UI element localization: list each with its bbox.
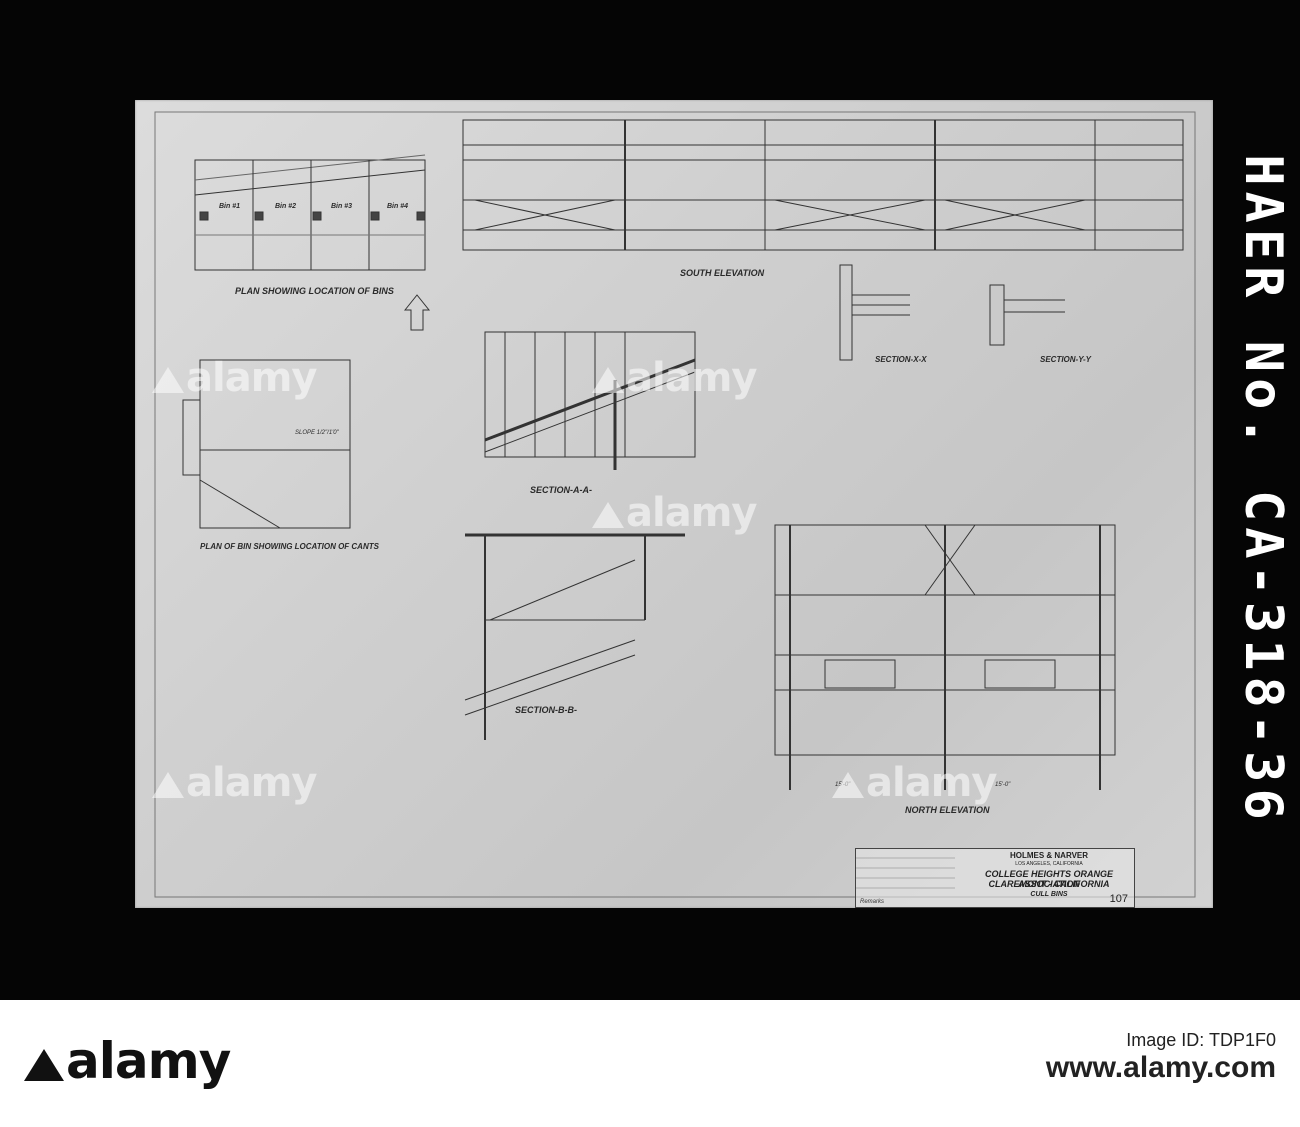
firm-address: LOS ANGELES, CALIFORNIA	[1015, 861, 1083, 867]
alamy-mark-icon	[152, 367, 184, 393]
section-yy-view	[989, 284, 1065, 346]
watermark-3: alamy	[150, 760, 317, 806]
dim-15-right: 15'-0"	[995, 782, 1011, 788]
section-yy-label: SECTION-Y-Y	[1040, 355, 1091, 364]
plan-bin-cants-label: PLAN OF BIN SHOWING LOCATION OF CANTS	[200, 542, 379, 551]
alamy-logo-icon	[24, 1048, 64, 1081]
watermark-4: alamy	[590, 490, 757, 536]
plan-bins-label: PLAN SHOWING LOCATION OF BINS	[235, 286, 394, 296]
plan-bins-view	[194, 154, 426, 271]
sheet-number: 107	[1109, 893, 1128, 905]
footer-logo[interactable]: alamy	[22, 1032, 231, 1090]
alamy-mark-icon	[152, 772, 184, 798]
slope-note: SLOPE 1/2"/1'0"	[295, 430, 339, 436]
north-elevation-label: NORTH ELEVATION	[905, 805, 990, 815]
photo-frame: PLAN SHOWING LOCATION OF BINS Bin #1 Bin…	[135, 100, 1298, 908]
drawing-sheet: PLAN SHOWING LOCATION OF BINS Bin #1 Bin…	[135, 100, 1213, 908]
alamy-mark-icon	[832, 772, 864, 798]
alamy-mark-icon	[592, 502, 624, 528]
watermark-2: alamy	[590, 355, 757, 401]
north-arrow-icon	[403, 294, 431, 331]
bin-2-label: Bin #2	[275, 203, 297, 210]
section-bb-view	[464, 533, 685, 740]
bin-3-label: Bin #3	[331, 203, 353, 210]
bin-1-label: Bin #1	[219, 203, 241, 210]
drawing-subject: CULL BINS	[1030, 891, 1068, 898]
section-xx-label: SECTION-X-X	[875, 355, 927, 364]
section-aa-label: SECTION-A-A-	[530, 485, 592, 495]
title-block: HOLMES & NARVER LOS ANGELES, CALIFORNIA …	[855, 848, 1135, 908]
drawing-linework	[154, 111, 1196, 898]
remarks-label: Remarks	[860, 899, 885, 905]
south-elevation-view	[462, 119, 1184, 251]
archive-id-strip: HAER No. CA-318-36	[1228, 154, 1298, 826]
stock-footer: alamy Image ID: TDP1F0 www.alamy.com	[0, 1000, 1300, 1127]
south-elevation-label: SOUTH ELEVATION	[680, 268, 765, 278]
watermark-5: alamy	[830, 760, 997, 806]
firm-name: HOLMES & NARVER	[1009, 851, 1089, 860]
site-url[interactable]: www.alamy.com	[1045, 1051, 1276, 1084]
association-name: COLLEGE HEIGHTS ORANGE ASSOCIATION	[984, 869, 1113, 889]
city-name: CLAREMONT - CALIFORNIA	[988, 879, 1110, 889]
plan-bin-cants-view	[182, 359, 351, 529]
alamy-mark-icon	[592, 367, 624, 393]
image-id-line: Image ID: TDP1F0	[1126, 1030, 1276, 1050]
archive-id: HAER No. CA-318-36	[1233, 154, 1293, 826]
north-elevation-view	[774, 524, 1116, 790]
bin-4-label: Bin #4	[387, 203, 409, 210]
footer-info: Image ID: TDP1F0 www.alamy.com	[1046, 1030, 1276, 1085]
section-aa-view	[484, 331, 696, 470]
section-xx-view	[839, 264, 910, 361]
watermark-1: alamy	[150, 355, 317, 401]
section-bb-label: SECTION-B-B-	[515, 705, 577, 715]
